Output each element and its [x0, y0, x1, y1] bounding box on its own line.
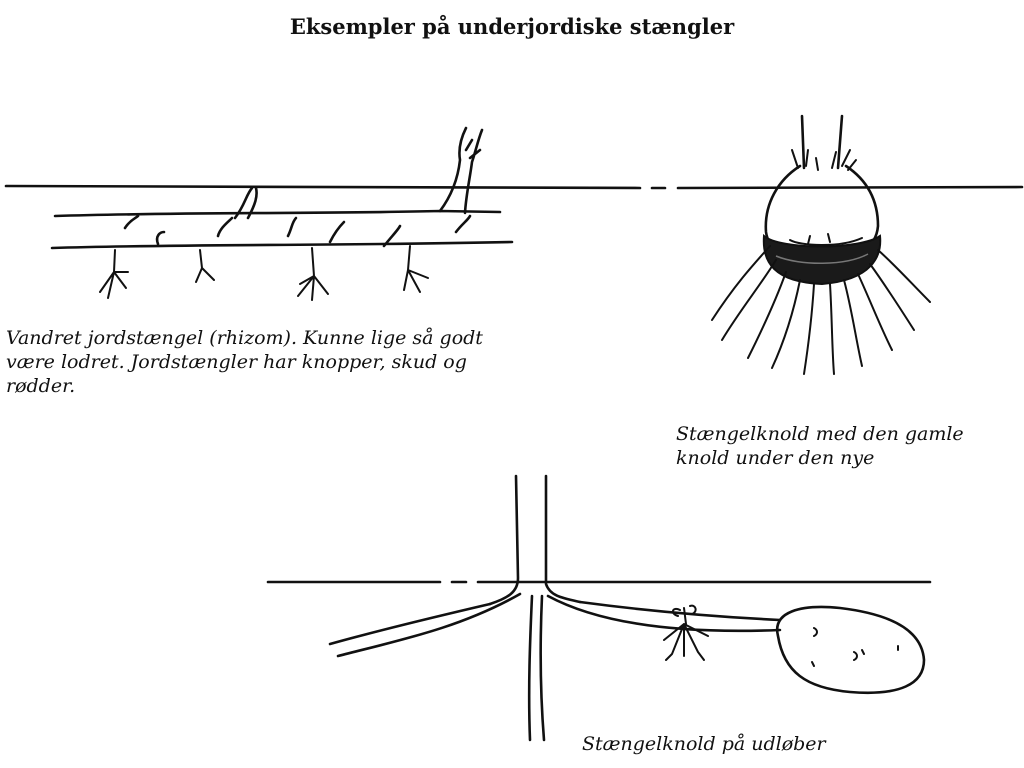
- corm-root: [711, 245, 931, 375]
- caption-corm-line: Stængelknold med den gamle: [676, 423, 964, 445]
- rhizome-bud: [155, 230, 166, 246]
- caption-rhizome: Vandret jordstængel (rhizom). Kunne lige…: [6, 326, 483, 398]
- caption-rhizome-line: Vandret jordstængel (rhizom). Kunne lige…: [6, 327, 483, 349]
- caption-stolon-line: Stængelknold på udløber: [582, 733, 826, 755]
- rhizome-drawing: [4, 126, 1024, 301]
- rhizome-bud: [328, 220, 346, 244]
- rhizome-bud: [216, 216, 234, 238]
- caption-rhizome-line: være lodret. Jordstængler har knopper, s…: [6, 351, 467, 373]
- tuber: [775, 605, 926, 694]
- corm-drawing: [711, 114, 931, 375]
- stolon-tuber-drawing: [266, 474, 932, 742]
- rhizome-soil-line: [4, 184, 1024, 190]
- caption-stolon: Stængelknold på udløber: [582, 732, 826, 756]
- main-stem: [488, 474, 582, 606]
- corm-stem: [800, 114, 844, 170]
- rhizome-bud: [454, 214, 472, 234]
- right-stolon: [546, 594, 782, 633]
- rhizome-root: [99, 249, 129, 299]
- rhizome-root: [403, 245, 429, 293]
- diagram-title: Eksempler på underjordiske stængler: [289, 14, 735, 39]
- rhizome-root: [195, 249, 215, 283]
- stolon-node-roots: [663, 604, 709, 661]
- old-corm: [762, 233, 882, 286]
- rhizome-bud: [286, 216, 298, 238]
- rhizome-bud: [123, 214, 140, 230]
- rhizome-shoot: [438, 126, 484, 215]
- rhizome-bud: [382, 224, 402, 248]
- left-stolon: [328, 592, 522, 658]
- rhizome-body: [53, 209, 502, 218]
- caption-corm-line: knold under den nye: [676, 447, 875, 469]
- rhizome-root: [297, 247, 329, 301]
- caption-corm: Stængelknold med den gamle knold under d…: [676, 422, 964, 470]
- caption-rhizome-line: rødder.: [6, 375, 76, 397]
